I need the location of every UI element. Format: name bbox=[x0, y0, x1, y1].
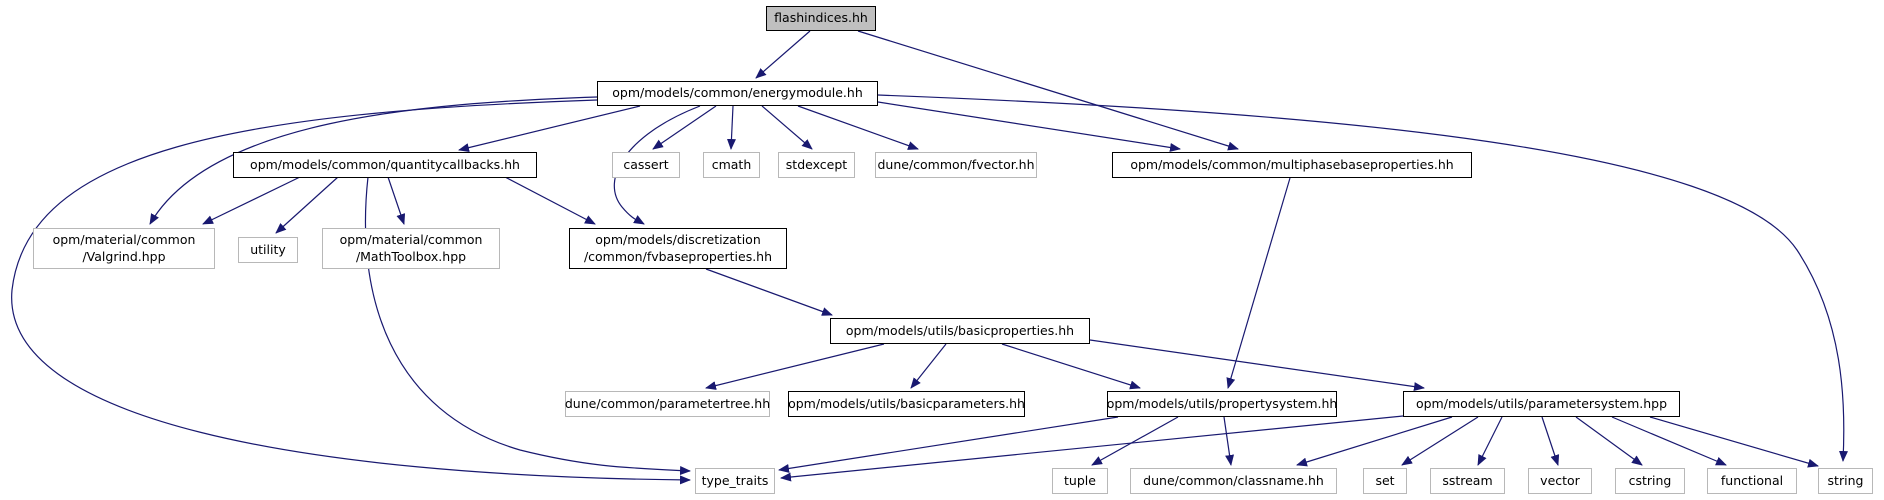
node-string: string bbox=[1818, 468, 1873, 494]
edge-propertysystem-tuple bbox=[1091, 416, 1179, 466]
node-cassert: cassert bbox=[612, 152, 680, 178]
edge-energymodule-stdexcept bbox=[761, 105, 813, 150]
edge-quantitycallbacks-mathtoolbox bbox=[387, 176, 406, 225]
edge-propertysystem-classname bbox=[1223, 416, 1235, 466]
node-tuple: tuple bbox=[1052, 468, 1108, 494]
edge-parametersystem-string bbox=[1649, 416, 1819, 468]
edge-energymodule-valgrind bbox=[149, 96, 598, 225]
edge-energymodule-fvbaseproperties bbox=[613, 105, 701, 225]
node-propertysystem[interactable]: opm/models/utils/propertysystem.hh bbox=[1107, 391, 1337, 417]
node-energymodule[interactable]: opm/models/common/energymodule.hh bbox=[597, 81, 878, 106]
node-multiphasebaseproperties[interactable]: opm/models/common/multiphasebaseproperti… bbox=[1112, 152, 1472, 178]
node-set: set bbox=[1363, 468, 1407, 494]
node-sstream: sstream bbox=[1430, 468, 1505, 494]
edge-fvbaseproperties-basicproperties bbox=[705, 268, 833, 316]
edge-propertysystem-typetraits bbox=[778, 416, 1119, 473]
edge-quantitycallbacks-typetraits bbox=[364, 176, 691, 476]
node-cstring: cstring bbox=[1615, 468, 1685, 494]
node-quantitycallbacks[interactable]: opm/models/common/quantitycallbacks.hh bbox=[233, 152, 537, 178]
edge-parametersystem-sstream bbox=[1477, 416, 1503, 466]
edge-quantitycallbacks-valgrind bbox=[202, 176, 301, 225]
edge-energymodule-cmath bbox=[726, 105, 736, 150]
node-fvector: dune/common/fvector.hh bbox=[875, 152, 1037, 178]
node-basicproperties[interactable]: opm/models/utils/basicproperties.hh bbox=[830, 318, 1090, 344]
edge-energymodule-quantitycallbacks bbox=[458, 105, 641, 153]
node-parametertree: dune/common/parametertree.hh bbox=[565, 391, 770, 417]
node-stdexcept: stdexcept bbox=[778, 152, 855, 178]
node-functional: functional bbox=[1707, 468, 1797, 494]
edge-parametersystem-typetraits bbox=[780, 415, 1404, 482]
edge-energymodule-fvector bbox=[797, 105, 919, 150]
edge-basicproperties-propertysystem bbox=[1001, 343, 1141, 390]
node-mathtoolbox: opm/material/common /MathToolbox.hpp bbox=[322, 228, 500, 269]
edge-parametersystem-functional bbox=[1611, 416, 1727, 466]
edge-flashindices-multiphasebaseproperties bbox=[857, 30, 1239, 151]
edge-basicproperties-parametertree bbox=[705, 343, 885, 390]
edge-parametersystem-set bbox=[1401, 416, 1479, 466]
node-fvbaseproperties[interactable]: opm/models/discretization /common/fvbase… bbox=[569, 228, 787, 269]
edge-basicproperties-parametersystem bbox=[1089, 339, 1425, 392]
node-utility: utility bbox=[238, 237, 298, 263]
node-cmath: cmath bbox=[703, 152, 760, 178]
node-typetraits: type_traits bbox=[695, 468, 775, 494]
edge-quantitycallbacks-fvbaseproperties bbox=[504, 176, 596, 225]
edge-quantitycallbacks-utility bbox=[275, 176, 339, 234]
edge-parametersystem-classname bbox=[1296, 416, 1453, 467]
node-basicparameters[interactable]: opm/models/utils/basicparameters.hh bbox=[788, 391, 1025, 417]
edge-multiphasebaseproperties-propertysystem bbox=[1226, 177, 1291, 389]
node-flashindices: flashindices.hh bbox=[766, 6, 876, 31]
edge-flashindices-energymodule bbox=[755, 30, 811, 79]
edge-basicproperties-basicparameters bbox=[910, 343, 947, 389]
edge-parametersystem-cstring bbox=[1575, 416, 1643, 466]
node-parametersystem[interactable]: opm/models/utils/parametersystem.hpp bbox=[1403, 391, 1680, 417]
node-classname: dune/common/classname.hh bbox=[1130, 468, 1337, 494]
edge-parametersystem-vector bbox=[1541, 416, 1560, 466]
node-valgrind: opm/material/common /Valgrind.hpp bbox=[33, 228, 215, 269]
node-vector: vector bbox=[1528, 468, 1592, 494]
edge-energymodule-typetraits bbox=[11, 99, 691, 485]
edge-energymodule-multiphasebaseproperties bbox=[877, 101, 1181, 152]
edge-energymodule-cassert bbox=[652, 105, 717, 150]
edge-energymodule-string bbox=[877, 94, 1848, 462]
